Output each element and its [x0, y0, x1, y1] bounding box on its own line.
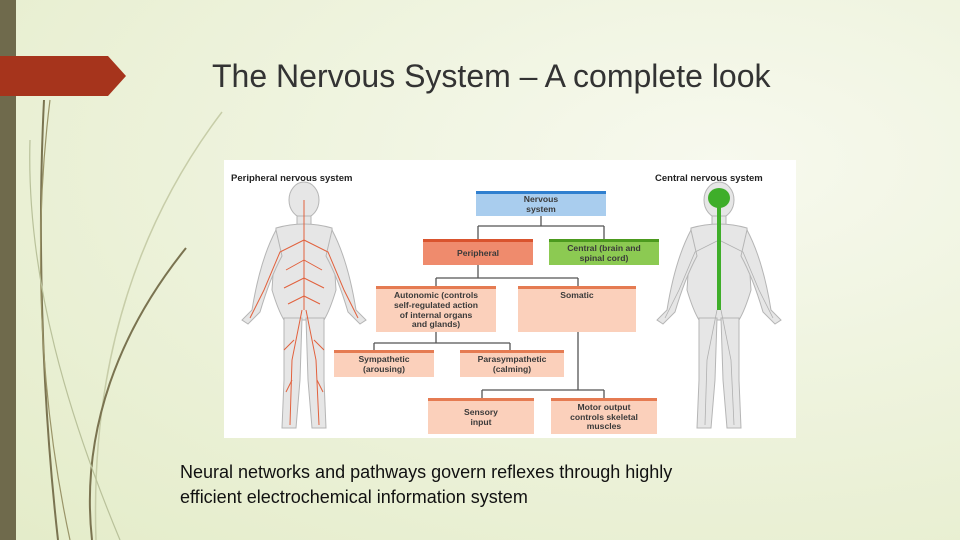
node-peripheral: Peripheral — [423, 239, 533, 265]
label-central-nervous-system: Central nervous system — [655, 173, 763, 184]
node-nervous-system: Nervous system — [476, 191, 606, 216]
node-sensory-input: Sensory input — [428, 398, 534, 434]
node-central: Central (brain and spinal cord) — [549, 239, 659, 265]
title-accent-tab — [0, 56, 126, 96]
caption-line-1: Neural networks and pathways govern refl… — [180, 462, 673, 482]
caption-line-2: efficient electrochemical information sy… — [180, 487, 528, 507]
node-motor-output: Motor output controls skeletal muscles — [551, 398, 657, 434]
node-somatic: Somatic — [518, 286, 636, 332]
node-parasympathetic: Parasympathetic (calming) — [460, 350, 564, 377]
nervous-system-figure: Peripheral nervous system Central nervou… — [224, 160, 796, 438]
central-body-illustration — [656, 181, 782, 429]
node-sympathetic: Sympathetic (arousing) — [334, 350, 434, 377]
slide-caption: Neural networks and pathways govern refl… — [180, 460, 820, 510]
node-autonomic: Autonomic (controls self-regulated actio… — [376, 286, 496, 332]
peripheral-body-illustration — [241, 181, 367, 429]
left-sidebar-bar — [0, 0, 16, 540]
diagram-connectors — [373, 216, 605, 398]
label-peripheral-nervous-system: Peripheral nervous system — [231, 173, 353, 184]
slide-title: The Nervous System – A complete look — [212, 58, 771, 94]
